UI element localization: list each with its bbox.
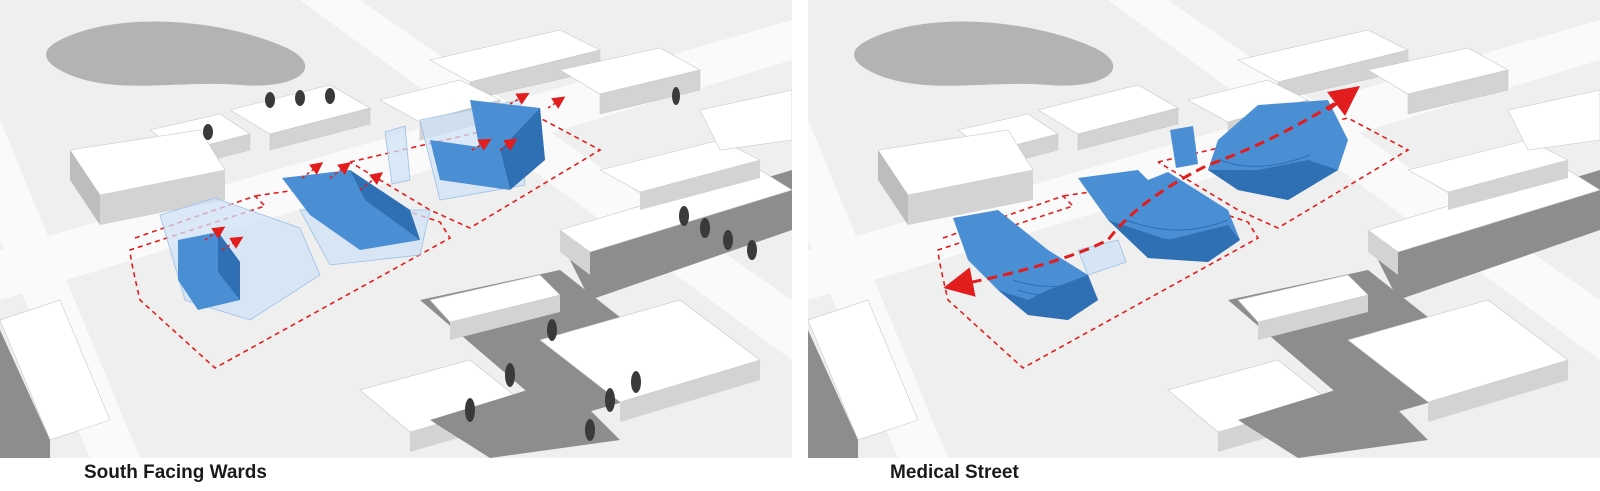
hospital-wing: [178, 100, 545, 310]
site-massing-diagram-right: [808, 0, 1600, 458]
building: [0, 299, 111, 441]
building: [699, 89, 792, 151]
building: [1507, 89, 1600, 151]
route-arrow-head: [1327, 86, 1360, 116]
orientation-arrows: [204, 92, 566, 251]
water-body: [854, 21, 1114, 86]
diagram-panel-medical-street: [808, 0, 1600, 458]
street: [808, 120, 948, 458]
hospital-wing: [953, 100, 1348, 320]
medical-street-route: [943, 93, 1349, 297]
water-body: [46, 21, 306, 86]
terrace-lines: [1012, 154, 1311, 296]
tree-row: [203, 87, 757, 441]
shadow: [430, 380, 620, 458]
site-massing-diagram-left: [0, 0, 792, 458]
building: [808, 299, 919, 441]
glass-link: [1077, 239, 1127, 276]
panel-caption: Medical Street: [890, 462, 1019, 483]
panel-caption: South Facing Wards: [84, 462, 267, 483]
diagram-panel-south-facing-wards: [0, 0, 792, 458]
street: [0, 120, 140, 458]
shadow: [1238, 380, 1428, 458]
